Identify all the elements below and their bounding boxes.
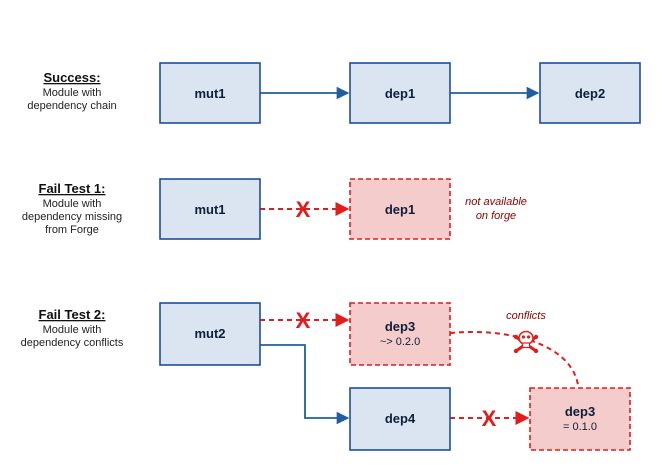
node-version: ~> 0.2.0 (380, 336, 420, 348)
node-label: dep2 (575, 86, 605, 101)
node-label: dep3 (385, 319, 415, 334)
fail-x-marker: X (296, 197, 311, 222)
note-line-2: on forge (476, 210, 516, 222)
node-fail2-dep4: dep4 (349, 387, 451, 451)
fail-test-2-section-label: Fail Test 2: Module with dependency conf… (21, 307, 124, 349)
node-box (529, 387, 631, 451)
node-label: mut1 (194, 202, 225, 217)
success-desc-line-2: dependency chain (27, 100, 116, 112)
success-title: Success: (43, 70, 100, 85)
node-success-dep1: dep1 (349, 62, 451, 124)
success-desc-line-1: Module with (43, 87, 102, 99)
node-box (539, 62, 641, 124)
node-success-dep2: dep2 (539, 62, 641, 124)
node-label: mut1 (194, 86, 225, 101)
note-conflicts: conflicts (506, 310, 546, 322)
node-success-mut1: mut1 (159, 62, 261, 124)
node-label: mut2 (194, 326, 225, 341)
conflict-curve (449, 330, 579, 386)
fail-x-marker: X (482, 406, 497, 431)
node-label: dep1 (385, 86, 415, 101)
node-box (349, 387, 451, 451)
node-box (349, 178, 451, 240)
node-fail1-dep1: dep1 (349, 178, 451, 240)
fail-x-marker: X (296, 308, 311, 333)
fail-test-1-desc-line-2: dependency missing (22, 211, 122, 223)
note-not-available: not available on forge (465, 196, 527, 222)
node-version: = 0.1.0 (563, 421, 597, 433)
node-box (159, 62, 261, 124)
node-box (349, 62, 451, 124)
node-label: dep3 (565, 404, 595, 419)
node-fail1-mut1: mut1 (159, 178, 261, 240)
skull-crossbones-icon (513, 330, 539, 354)
fail-test-1-desc-line-3: from Forge (45, 224, 99, 236)
node-fail2-dep3-pinned: dep3 = 0.1.0 (529, 387, 631, 451)
node-fail2-dep3-conflict: dep3 ~> 0.2.0 (349, 302, 451, 366)
fail-test-1-section-label: Fail Test 1: Module with dependency miss… (22, 181, 122, 236)
fail-test-1-desc-line-1: Module with (43, 198, 102, 210)
node-box (159, 302, 261, 366)
node-box (159, 178, 261, 240)
fail-test-2-desc-line-2: dependency conflicts (21, 337, 124, 349)
node-label: dep4 (385, 411, 416, 426)
fail-test-2-title: Fail Test 2: (39, 307, 106, 322)
edge-mut2-to-dep4 (260, 344, 350, 425)
node-fail2-mut2: mut2 (159, 302, 261, 366)
fail-test-1-title: Fail Test 1: (39, 181, 106, 196)
note-line-1: not available (465, 196, 527, 208)
fail-test-2-desc-line-1: Module with (43, 324, 102, 336)
node-label: dep1 (385, 202, 415, 217)
node-box (349, 302, 451, 366)
success-section-label: Success: Module with dependency chain (27, 70, 116, 112)
